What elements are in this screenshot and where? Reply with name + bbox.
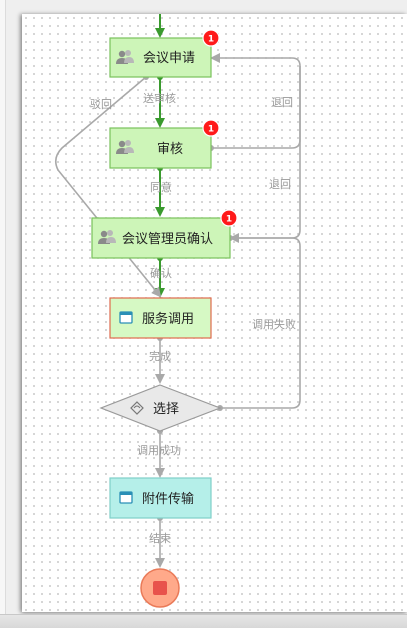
user-group-icon	[98, 230, 116, 244]
node-service-call[interactable]: 服务调用	[109, 297, 212, 339]
edge-label-end: 结束	[149, 532, 171, 545]
user-group-icon	[116, 140, 134, 154]
node-choice[interactable]: 选择	[99, 384, 222, 432]
svg-text:1: 1	[208, 125, 214, 135]
node-label-choice: 选择	[153, 402, 179, 417]
node-label-review: 审核	[157, 142, 183, 157]
notification-badge: 1	[220, 209, 238, 227]
horizontal-scrollbar[interactable]	[0, 614, 407, 628]
edge-label-return-1: 退回	[271, 96, 293, 109]
node-label-attachment-transfer: 附件传输	[142, 491, 194, 507]
edge-label-agree: 同意	[150, 180, 172, 194]
node-admin-confirm[interactable]: 会议管理员确认 1	[91, 209, 238, 259]
stop-icon	[153, 581, 167, 595]
notification-badge: 1	[202, 119, 220, 137]
svg-text:1: 1	[226, 215, 232, 225]
node-label-service-call: 服务调用	[142, 311, 194, 327]
node-meeting-request[interactable]: 会议申请 1	[109, 29, 220, 78]
end-event[interactable]	[140, 568, 180, 608]
svg-text:1: 1	[208, 35, 214, 45]
node-attachment-transfer[interactable]: 附件传输	[109, 477, 212, 519]
node-label-admin-confirm: 会议管理员确认	[122, 232, 213, 247]
workflow-canvas[interactable]	[22, 14, 407, 612]
node-label-meeting-request: 会议申请	[143, 51, 195, 66]
edge-label-return-2: 退回	[269, 178, 291, 191]
edge-label-done: 完成	[149, 349, 171, 363]
edge-label-call-failed: 调用失败	[252, 317, 296, 331]
left-panel-edge	[0, 0, 6, 627]
edge-label-confirm: 确认	[150, 267, 172, 280]
edge-return-admin[interactable]	[227, 66, 301, 241]
edge-label-reject: 驳回	[90, 98, 112, 111]
notification-badge: 1	[202, 29, 220, 47]
gateway-icon	[130, 401, 144, 415]
window-icon	[119, 491, 133, 504]
user-group-icon	[116, 50, 134, 64]
edge-label-call-success: 调用成功	[137, 444, 181, 457]
edge-label-send-review: 送审核	[143, 91, 176, 105]
window-icon	[119, 311, 133, 324]
node-review[interactable]: 审核 1	[109, 119, 220, 169]
